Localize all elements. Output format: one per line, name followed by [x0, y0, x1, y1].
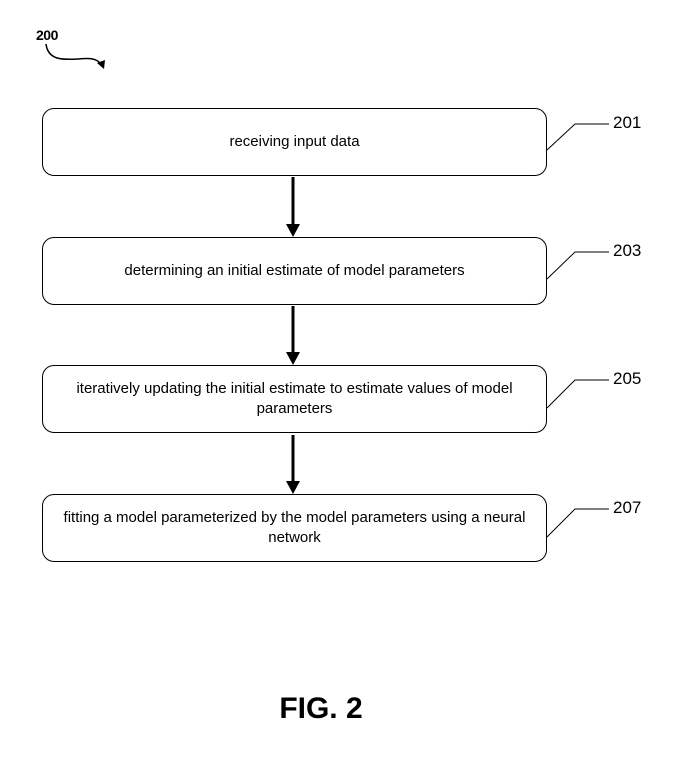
step-ref-203: 203 — [613, 241, 642, 260]
step-box-203: determining an initial estimate of model… — [42, 237, 547, 305]
figure-pointer-arrow — [45, 43, 102, 65]
step-box-205: iteratively updating the initial estimat… — [42, 365, 547, 433]
step-ref-201: 201 — [613, 113, 642, 132]
step-text: iteratively updating the initial estimat… — [76, 380, 513, 417]
step-text: receiving input data — [229, 133, 360, 150]
flow-arrowhead-201-203 — [286, 224, 300, 237]
figure-pointer-arrowhead — [97, 60, 105, 69]
step-box-201: receiving input data — [42, 108, 547, 176]
step-text: fitting a model parameterized by the mod… — [63, 509, 526, 546]
figure-caption: FIG. 2 — [279, 692, 363, 725]
step-ref-205: 205 — [613, 369, 642, 388]
figure-reference-numeral: 200 — [36, 27, 58, 43]
leader-line-205 — [546, 379, 609, 409]
leader-line-201 — [546, 123, 609, 151]
leader-line-207 — [546, 508, 609, 538]
step-ref-207: 207 — [613, 498, 642, 517]
step-box-207: fitting a model parameterized by the mod… — [42, 494, 547, 562]
leader-line-203 — [546, 251, 609, 280]
step-text: determining an initial estimate of model… — [124, 262, 465, 279]
flow-arrowhead-203-205 — [286, 352, 300, 365]
flow-arrowhead-205-207 — [286, 481, 300, 494]
